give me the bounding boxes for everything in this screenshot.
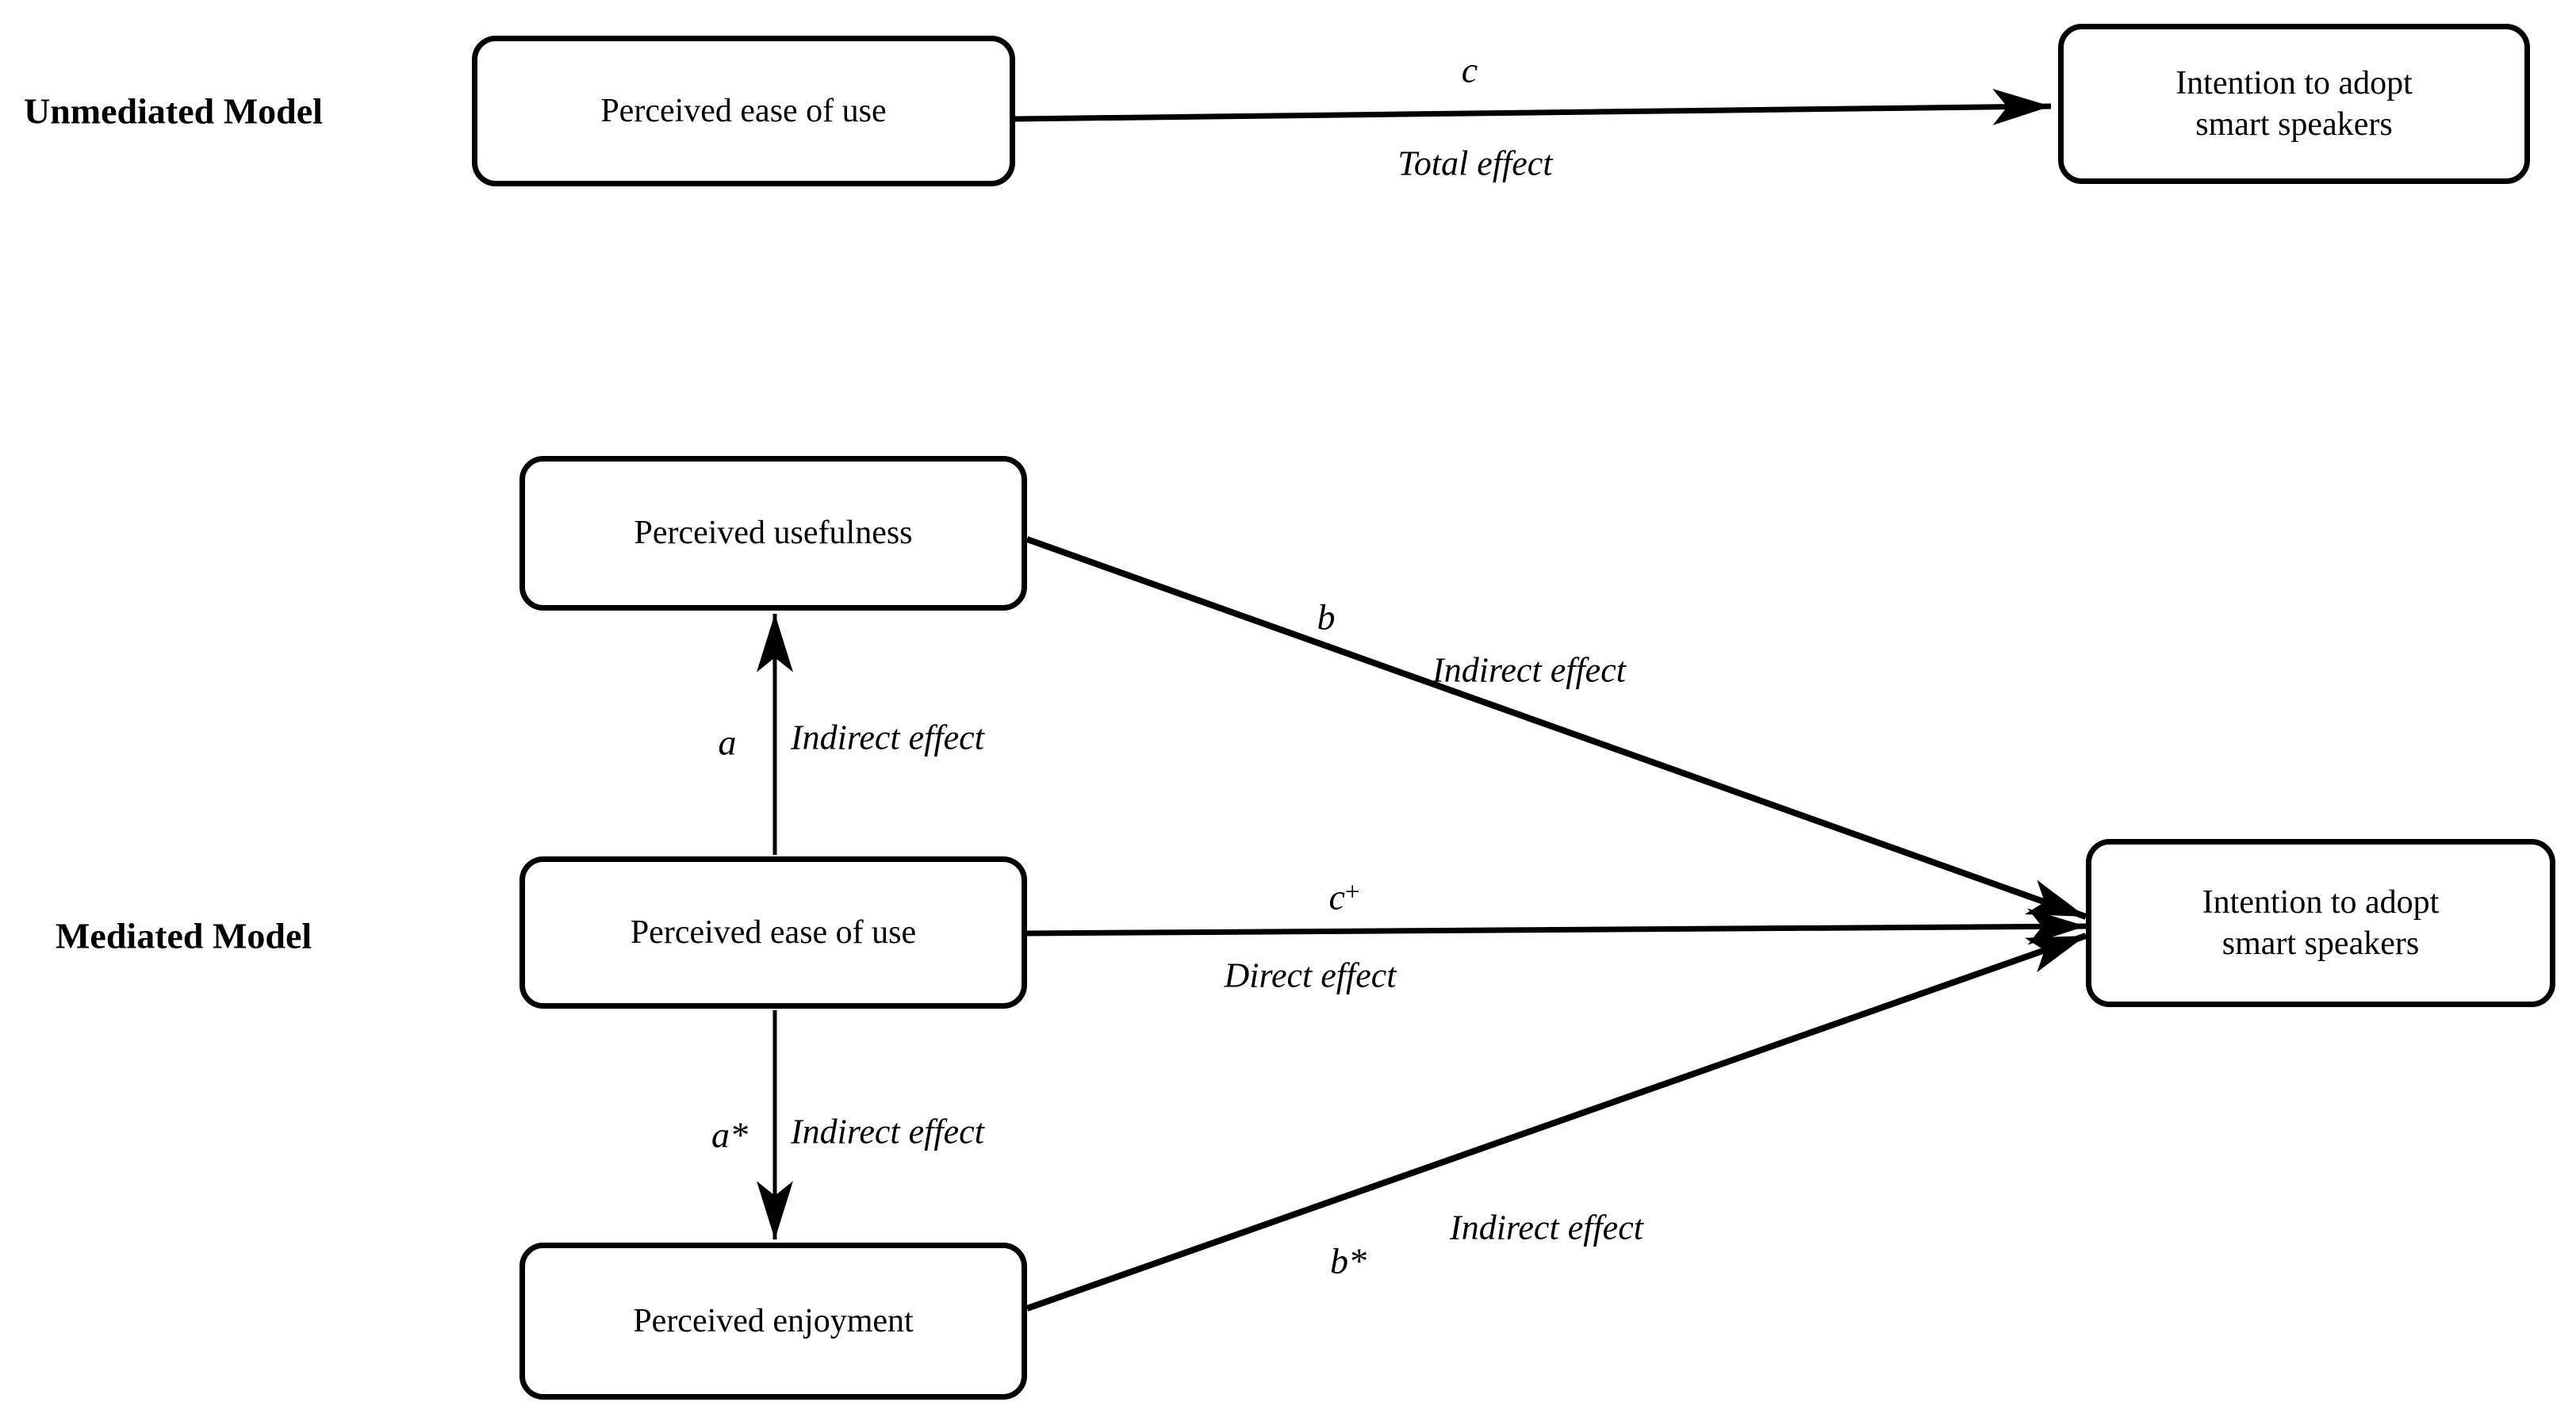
- node-label: Perceived usefulness: [634, 515, 913, 552]
- coef-b-star-label: b*: [1330, 1240, 1367, 1281]
- coef-c-plus-sup: +: [1344, 876, 1360, 906]
- node-intention-mediated: Intention to adopt smart speakers: [2086, 839, 2555, 1007]
- unmediated-model-label: Unmediated Model: [24, 90, 323, 132]
- node-perceived-enjoyment: Perceived enjoyment: [519, 1243, 1027, 1400]
- node-perceived-ease-of-use-unmediated: Perceived ease of use: [472, 36, 1015, 186]
- coef-b-label: b: [1317, 596, 1336, 638]
- indirect-effect-b-label: Indirect effect: [1432, 650, 1626, 690]
- coef-c-plus-base: c: [1328, 876, 1345, 917]
- mediated-model-label: Mediated Model: [56, 915, 312, 956]
- coef-a-star-label: a*: [711, 1114, 748, 1155]
- node-label: Perceived ease of use: [600, 92, 887, 129]
- direct-effect-label: Direct effect: [1224, 956, 1397, 995]
- total-effect-label: Total effect: [1397, 144, 1553, 183]
- coef-c-plus-label: c+: [1328, 876, 1359, 918]
- arrow-direct-c-plus: [1026, 908, 2087, 945]
- arrow-indirect-b-star: [1025, 933, 2087, 1312]
- indirect-effect-b-star-label: Indirect effect: [1450, 1208, 1643, 1247]
- arrow-total-effect-c: [1014, 88, 2052, 125]
- node-label: Perceived ease of use: [630, 914, 917, 951]
- node-label-line1: Intention to adopt: [2202, 883, 2440, 921]
- indirect-effect-a-star-label: Indirect effect: [791, 1112, 984, 1151]
- node-label: Perceived enjoyment: [633, 1302, 914, 1339]
- node-intention-unmediated: Intention to adopt smart speakers: [2058, 24, 2530, 184]
- coef-a-label: a: [718, 722, 737, 763]
- arrow-indirect-b: [1025, 536, 2087, 920]
- node-label-line2: smart speakers: [2195, 106, 2393, 143]
- coef-c-label: c: [1461, 49, 1478, 90]
- node-perceived-usefulness: Perceived usefulness: [519, 456, 1027, 611]
- indirect-effect-a-label: Indirect effect: [791, 718, 984, 757]
- node-perceived-ease-of-use-mediated: Perceived ease of use: [519, 856, 1027, 1009]
- node-label-line1: Intention to adopt: [2175, 64, 2413, 102]
- node-label-line2: smart speakers: [2221, 925, 2420, 962]
